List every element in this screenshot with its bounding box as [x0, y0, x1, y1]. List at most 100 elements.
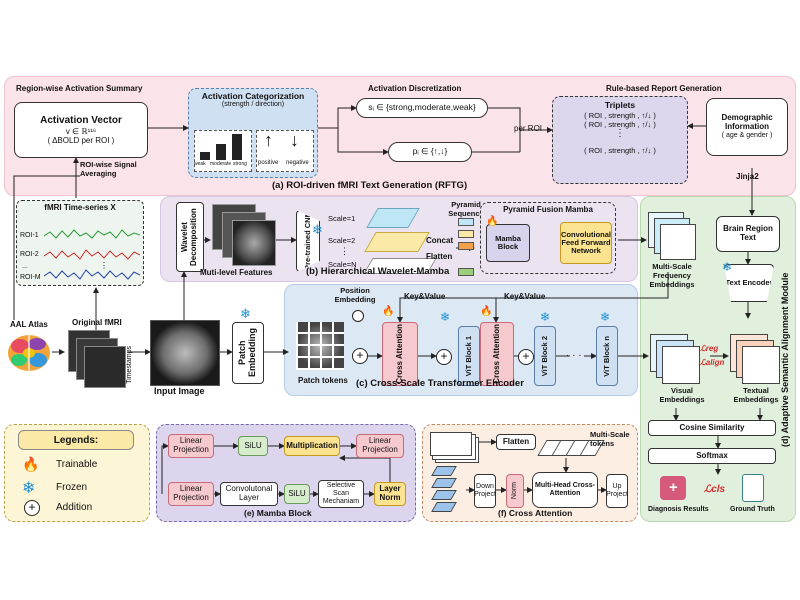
feature-map-3	[232, 220, 276, 266]
seq-token-2	[458, 230, 474, 238]
mamba-silu-1: SiLU	[238, 436, 268, 456]
cste-dots: · · ·	[566, 350, 582, 361]
patch-grid	[296, 322, 344, 370]
down-arrow-icon: ↓	[290, 130, 299, 150]
strength-formula-box: sᵢ ∈ {strong,moderate,weak}	[356, 98, 488, 118]
visual-emb-label: Visual Embeddings	[659, 386, 705, 404]
xattn-mhca: Multi-Head Cross-Attention	[532, 472, 598, 508]
mamba-mult-label: Multiplication	[286, 440, 338, 450]
input-image-label: Input Image	[154, 386, 205, 396]
xattn-mhca-label: Multi-Head Cross-Attention	[535, 482, 595, 497]
add-icon-3: +	[518, 349, 534, 365]
ca1-trainable-icon: 🔥	[382, 306, 395, 317]
legend-addition: Addition	[56, 502, 93, 513]
concat-label: Concat	[426, 236, 454, 245]
add-icon-2: +	[436, 349, 452, 365]
cffn-label: Convolutional Feed Forward Network	[561, 229, 611, 256]
text-encoder-label: Text Encoder	[725, 277, 773, 287]
ca2-trainable-icon: 🔥	[480, 306, 493, 317]
medical-cross-icon: +	[669, 479, 678, 496]
demographic-title: Demographic Information	[721, 113, 773, 132]
original-fmri-label: Original fMRI	[72, 318, 122, 327]
mamba-norm-label: Layer Norm	[379, 484, 401, 502]
diagnosis-icon	[660, 476, 686, 500]
mamba-silu-2: SiLU	[284, 484, 310, 504]
patch-embedding-box: Patch Embedding	[232, 322, 264, 384]
activation-vector-formula: v ∈ ℝ¹¹⁶	[65, 126, 97, 136]
trainable-icon: 🔥	[22, 456, 40, 472]
mamba-caption: (e) Mamba Block	[244, 508, 312, 518]
mamba-silu1-label: SiLU	[244, 440, 262, 450]
ground-truth-icon	[742, 474, 764, 502]
flatten-label: Flatten	[426, 252, 453, 261]
vit2-frozen-icon: ❄	[540, 310, 551, 324]
mamba-ssm: Selective Scan Mechaniam	[318, 480, 364, 508]
cnn-label: Pre-trained CNN	[302, 212, 312, 270]
vit-block-n: ViT Block n	[596, 326, 618, 386]
xattn-stack	[430, 432, 472, 456]
jinja-label: Jinja2	[736, 172, 759, 181]
text-encoder-frozen-icon: ❄	[722, 260, 733, 274]
roi-signals-plot: ⋮	[44, 229, 140, 280]
roi-vertical-dots: ⋮	[100, 261, 108, 270]
wavelet-box: Wavelet Decomposition	[176, 202, 204, 272]
categorization-note: (strength / direction)	[221, 101, 285, 109]
softmax-label: Softmax	[696, 450, 728, 460]
cnn-frozen-icon: ❄	[312, 222, 323, 237]
seq-token-1	[458, 218, 474, 226]
bar-label-weak: weak	[194, 161, 206, 167]
mamba-linear-proj-out: Linear Projection	[356, 434, 404, 458]
l-cls-label: ℒcls	[704, 484, 726, 495]
xattn-norm-label: Norm	[511, 482, 519, 500]
mamba-lpout-label: Linear Projection	[362, 436, 398, 454]
vitn-frozen-icon: ❄	[600, 310, 611, 324]
textual-emb-3	[742, 346, 780, 384]
position-embedding-label: Position Embedding	[334, 286, 376, 304]
fmri-frame-3	[84, 346, 126, 388]
pyramid-sequence-label: Pyramid Sequence	[448, 200, 484, 218]
categorization-title: Activation Categorization	[201, 91, 305, 101]
direction-arrows	[256, 130, 314, 172]
text-encoder-box: Text Encoder	[724, 264, 774, 302]
scale-n-label: Scale=N	[328, 260, 357, 269]
msfe-label: Multi-Scale Frequency Embeddings	[649, 262, 695, 289]
cosine-label: Cosine Similarity	[679, 422, 745, 432]
xattn-flatten-label: Flatten	[502, 436, 530, 446]
vit-block-2-label: ViT Block 2	[539, 335, 549, 377]
vit-block-2: ViT Block 2	[534, 326, 556, 386]
roi-signal-label: ROI-wise Signal Averaging	[80, 160, 137, 178]
brain-region-text-label: Brain Region Text	[723, 224, 773, 242]
demographic-note: ( age & gender )	[721, 131, 773, 139]
xattn-flatten: Flatten	[496, 434, 536, 450]
mamba-silu2-label: SiLU	[288, 488, 306, 498]
activation-vector-title: Activation Vector	[40, 114, 122, 126]
cross-attention-1: Cross Attention	[382, 322, 418, 386]
add-icon-1: +	[352, 348, 368, 364]
triplets-box: Triplets ( ROI , strength , ↑/↓ ) ( ROI …	[552, 96, 688, 184]
demographic-box: Demographic Information ( age & gender )	[706, 98, 788, 156]
mamba-lp2-label: Linear Projection	[173, 484, 209, 502]
cste-caption: (c) Cross-Scale Transformer Encoder	[356, 378, 524, 389]
triplet-row-2: ( ROI , strength , ↑/↓ )	[584, 119, 656, 129]
triplets-title: Triplets	[604, 100, 636, 110]
seq-token-4	[458, 268, 474, 276]
softmax-box: Softmax	[648, 448, 776, 464]
xattn-up-project: Up Project	[606, 474, 628, 508]
triplet-row-n: ( ROI , strength , ↑/↓ )	[584, 145, 656, 155]
textual-emb-label: Textual Embeddings	[733, 386, 779, 404]
key-value-label-1: Key&Value	[404, 292, 446, 301]
up-arrow-icon: ↑	[264, 130, 273, 150]
xattn-down-label: Down Project	[474, 483, 496, 498]
mamba-multiplication: Multiplication	[284, 436, 340, 456]
scale-2-layer	[364, 232, 430, 252]
xattn-down-project: Down Project	[474, 474, 496, 508]
xattn-mst-label: Multi-Scale tokens	[590, 430, 630, 448]
pos-emb-circle	[352, 310, 364, 322]
legend-trainable: Trainable	[56, 459, 98, 470]
roi-label-1: ROI-1	[20, 232, 39, 239]
bar-label-strong: strong	[233, 161, 247, 167]
key-value-label-2: Key&Value	[504, 292, 546, 301]
bar-weak	[200, 152, 210, 160]
hwm-caption: (b) Hierarchical Wavelet-Mamba	[306, 266, 450, 277]
mamba-trainable-icon: 🔥	[486, 216, 499, 227]
